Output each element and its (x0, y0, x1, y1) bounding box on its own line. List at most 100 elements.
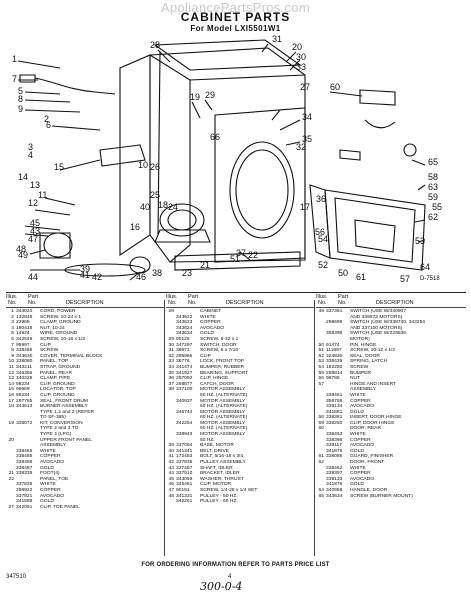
part-number: 338465 (16, 448, 33, 454)
illus-number: 51 (318, 348, 324, 354)
callout-label: 29 (205, 90, 215, 100)
table-row: ASSEMBLY (6, 443, 164, 449)
callout-label: 20 (292, 42, 302, 52)
table-header-2: Illus. Part No. No. DESCRIPTION (166, 294, 314, 307)
part-description: COPPER (40, 488, 61, 493)
part-description: AND 339672 MOTORS) (350, 314, 403, 320)
part-description: BOLT, 5/16-18 x 3/4 (200, 454, 244, 460)
table-row: 60 HZ. (ALTERNATE) (166, 415, 314, 421)
part-number: 343211 (16, 364, 32, 370)
part-number: 297785 (16, 398, 33, 404)
header-no: No. (8, 300, 17, 306)
part-number: 298922 (16, 488, 33, 493)
part-number: 337835 (16, 482, 33, 488)
part-description: PULLEY ASSEMBLY (200, 460, 246, 466)
illus-number: 60 (318, 426, 324, 432)
part-number: 343059 (176, 476, 193, 482)
part-description: WHITE (350, 432, 366, 438)
part-description: SCREW, 1/4-28 x 1/4 SET (200, 488, 258, 493)
illus-number: 34 (168, 364, 174, 370)
part-number: 337835 (176, 460, 193, 466)
illus-number: 8 (11, 348, 14, 354)
part-number: 342549 (16, 336, 33, 342)
part-description: 50 HZ. (200, 437, 215, 443)
side-panel (119, 54, 151, 257)
part-number: 338461 (326, 392, 343, 398)
part-description: BELT, DRIVE (200, 448, 229, 454)
illus-number: 48 (168, 493, 174, 499)
illus-number: 36 (168, 376, 174, 382)
part-number: 341879 (326, 448, 343, 454)
header-description: DESCRIPTION (376, 300, 414, 306)
table-header-3: Illus. Part No. No. DESCRIPTION (316, 294, 466, 307)
callout-label: 25 (150, 190, 160, 200)
part-description: AVOCADO (350, 443, 375, 449)
part-description: PANEL, TOE (40, 476, 69, 482)
part-description: SWITCH (USE W/338740, 343254 (350, 320, 426, 326)
callout-label: 38 (152, 268, 162, 278)
model-subtitle: For Model LXI5501W1 (190, 24, 281, 33)
header-no: No. (318, 300, 327, 306)
part-number: 341474 (176, 364, 193, 370)
part-description: COPPER (350, 437, 371, 443)
part-number: 338080 (16, 359, 33, 365)
callout-label: 3 (28, 142, 33, 152)
part-description: CABINET (200, 309, 222, 314)
part-number: 90129 (176, 336, 190, 342)
part-description: MOTOR ASSEMBLY (200, 420, 246, 426)
part-description: BASE, MOTOR (200, 443, 234, 449)
part-number: 337361 (326, 309, 343, 314)
illus-number: 41 (168, 454, 174, 460)
illus-number: 14 (8, 381, 14, 387)
illus-number: 5 (11, 331, 14, 337)
part-description: NUT, 10-24 (40, 325, 65, 331)
callout-label: 23 (182, 268, 192, 278)
toe-panel (174, 251, 301, 271)
page-number: 4 (228, 574, 232, 580)
illus-number: 54 (318, 364, 324, 370)
switch-wire (364, 119, 396, 129)
part-number: 297092 (176, 376, 193, 382)
part-number: 295965 (176, 353, 193, 359)
part-description: MOTOR ASSEMBLY (200, 409, 246, 415)
table-row: MOTOR) (316, 337, 466, 343)
illus-number: 58 (318, 415, 324, 421)
part-number: 338943 (176, 432, 193, 438)
illus-number: 52 (318, 353, 324, 359)
part-number: 98997 (16, 342, 30, 348)
part-description: PULLEY - 50 HZ. (200, 493, 238, 499)
part-number: 180418 (16, 325, 33, 331)
callout-label: 51 (230, 254, 240, 264)
callout-label: 10 (138, 160, 148, 170)
part-number: 337094 (176, 443, 193, 449)
door-inner (334, 197, 416, 263)
part-number: 342254 (176, 420, 193, 426)
part-number: 340229 (16, 376, 33, 382)
part-description: LOCATOR, TOP (40, 387, 76, 393)
part-number: 341888 (16, 499, 33, 505)
